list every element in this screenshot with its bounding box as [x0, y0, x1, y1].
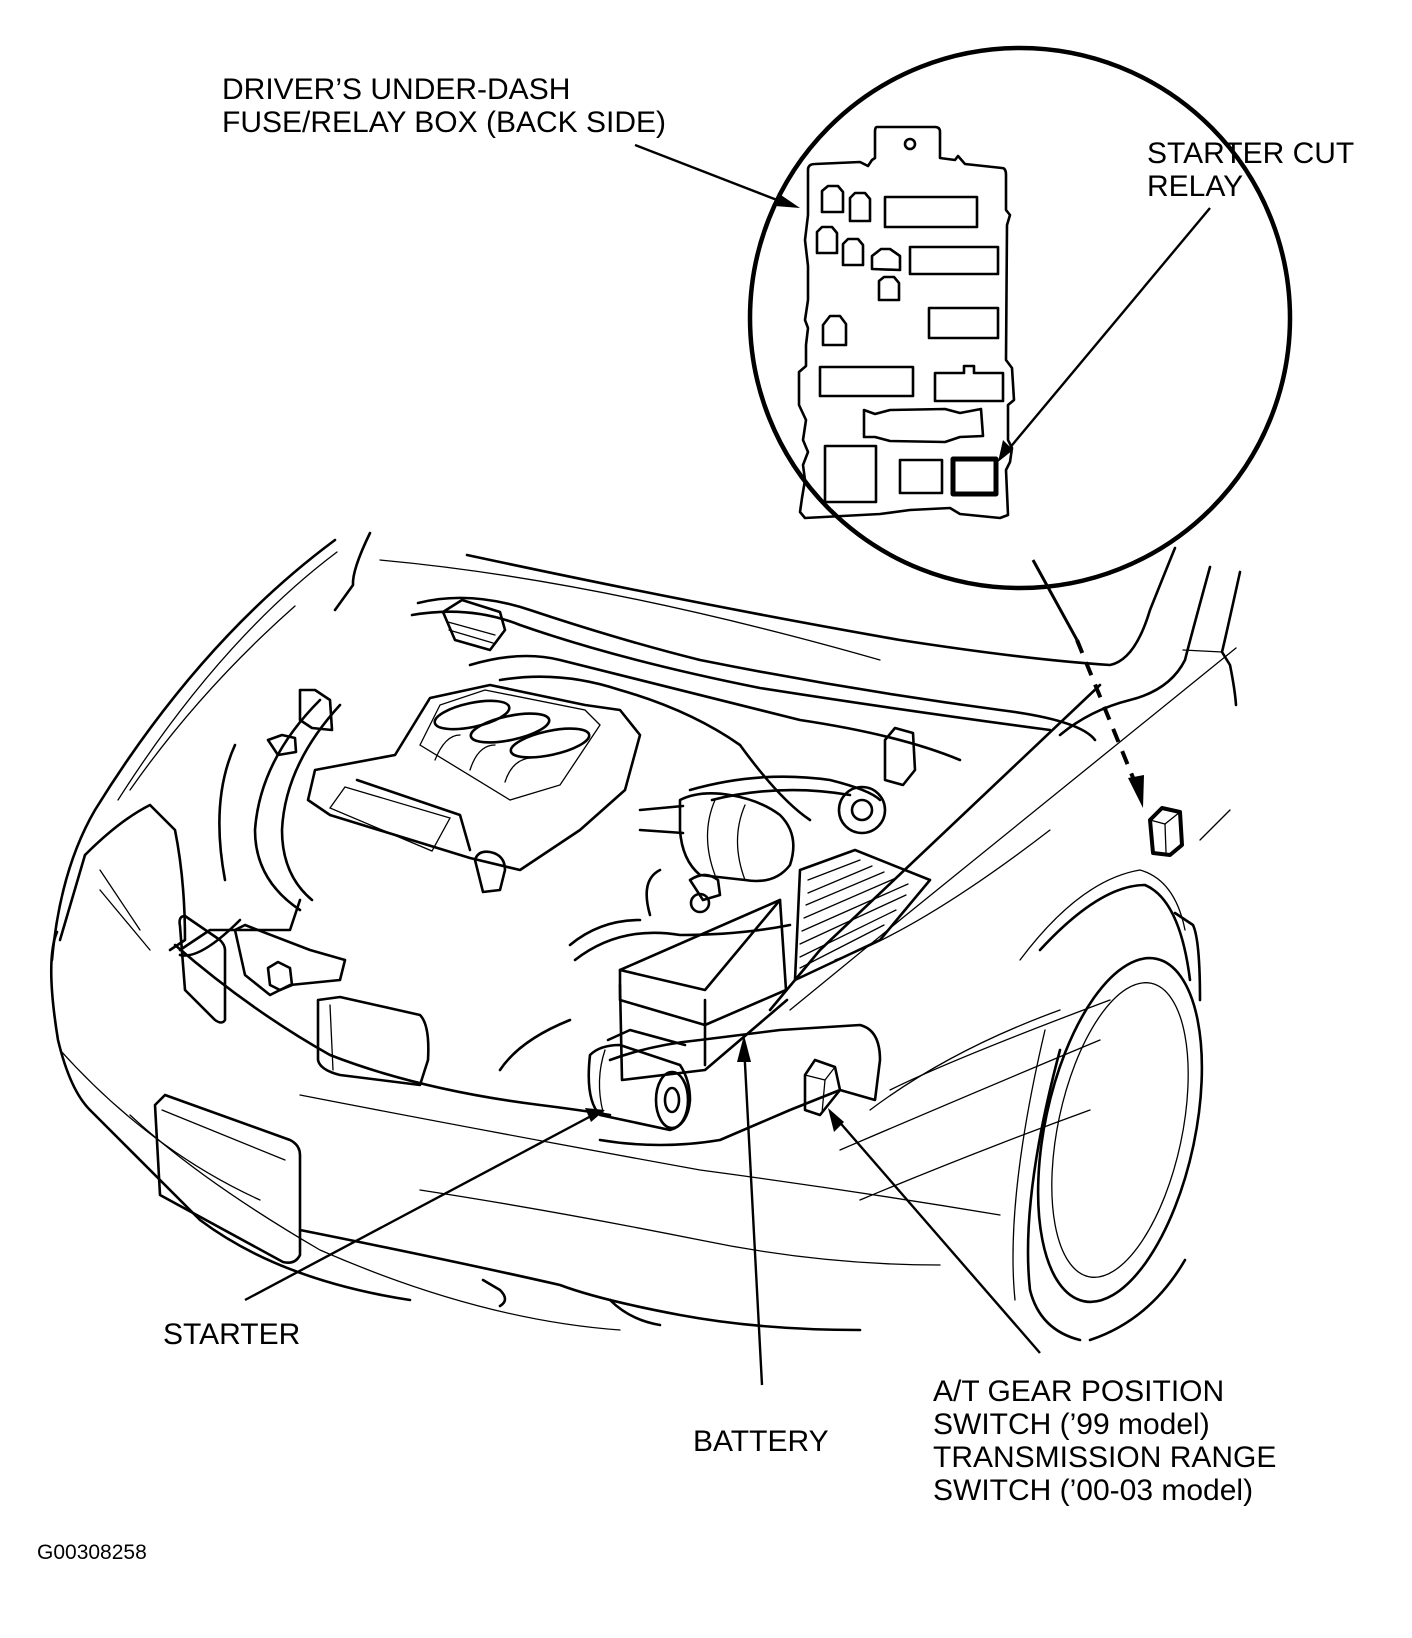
callout-line: RELAY — [1147, 170, 1244, 203]
callout-starter: STARTER — [163, 1318, 300, 1351]
license-plate — [153, 1093, 302, 1264]
callout-starter-cut-relay: STARTER CUT RELAY — [1147, 137, 1354, 203]
fuse-relay-box — [797, 125, 1016, 520]
dash-side-relay-location — [1148, 806, 1184, 857]
callout-line: DRIVER’S UNDER-DASH — [222, 73, 571, 106]
callout-line: BATTERY — [693, 1425, 829, 1458]
starter-motor — [587, 1028, 692, 1132]
air-box — [793, 848, 932, 982]
leader-lines — [244, 143, 1211, 1386]
callout-line: STARTER CUT — [1147, 137, 1355, 170]
callout-line: A/T GEAR POSITION — [933, 1375, 1225, 1408]
figure-id: G00308258 — [37, 1541, 147, 1564]
callout-line: TRANSMISSION RANGE — [933, 1441, 1277, 1474]
callout-line: STARTER — [163, 1318, 301, 1351]
front-wheel — [1012, 869, 1204, 1342]
car-illustration — [49, 531, 1242, 1342]
detail-circle — [747, 45, 1293, 591]
callout-fuse-relay-box: DRIVER’S UNDER-DASH FUSE/RELAY BOX (BACK… — [222, 73, 666, 139]
engine-cover — [306, 683, 642, 894]
callout-line: SWITCH (’00-03 model) — [933, 1474, 1254, 1507]
callout-battery: BATTERY — [693, 1425, 829, 1458]
callout-line: SWITCH (’99 model) — [933, 1408, 1210, 1441]
callout-line: FUSE/RELAY BOX (BACK SIDE) — [222, 106, 667, 139]
gear-position-switch — [803, 1058, 842, 1117]
callout-gear-position-switch: A/T GEAR POSITION SWITCH (’99 model) TRA… — [933, 1375, 1276, 1507]
